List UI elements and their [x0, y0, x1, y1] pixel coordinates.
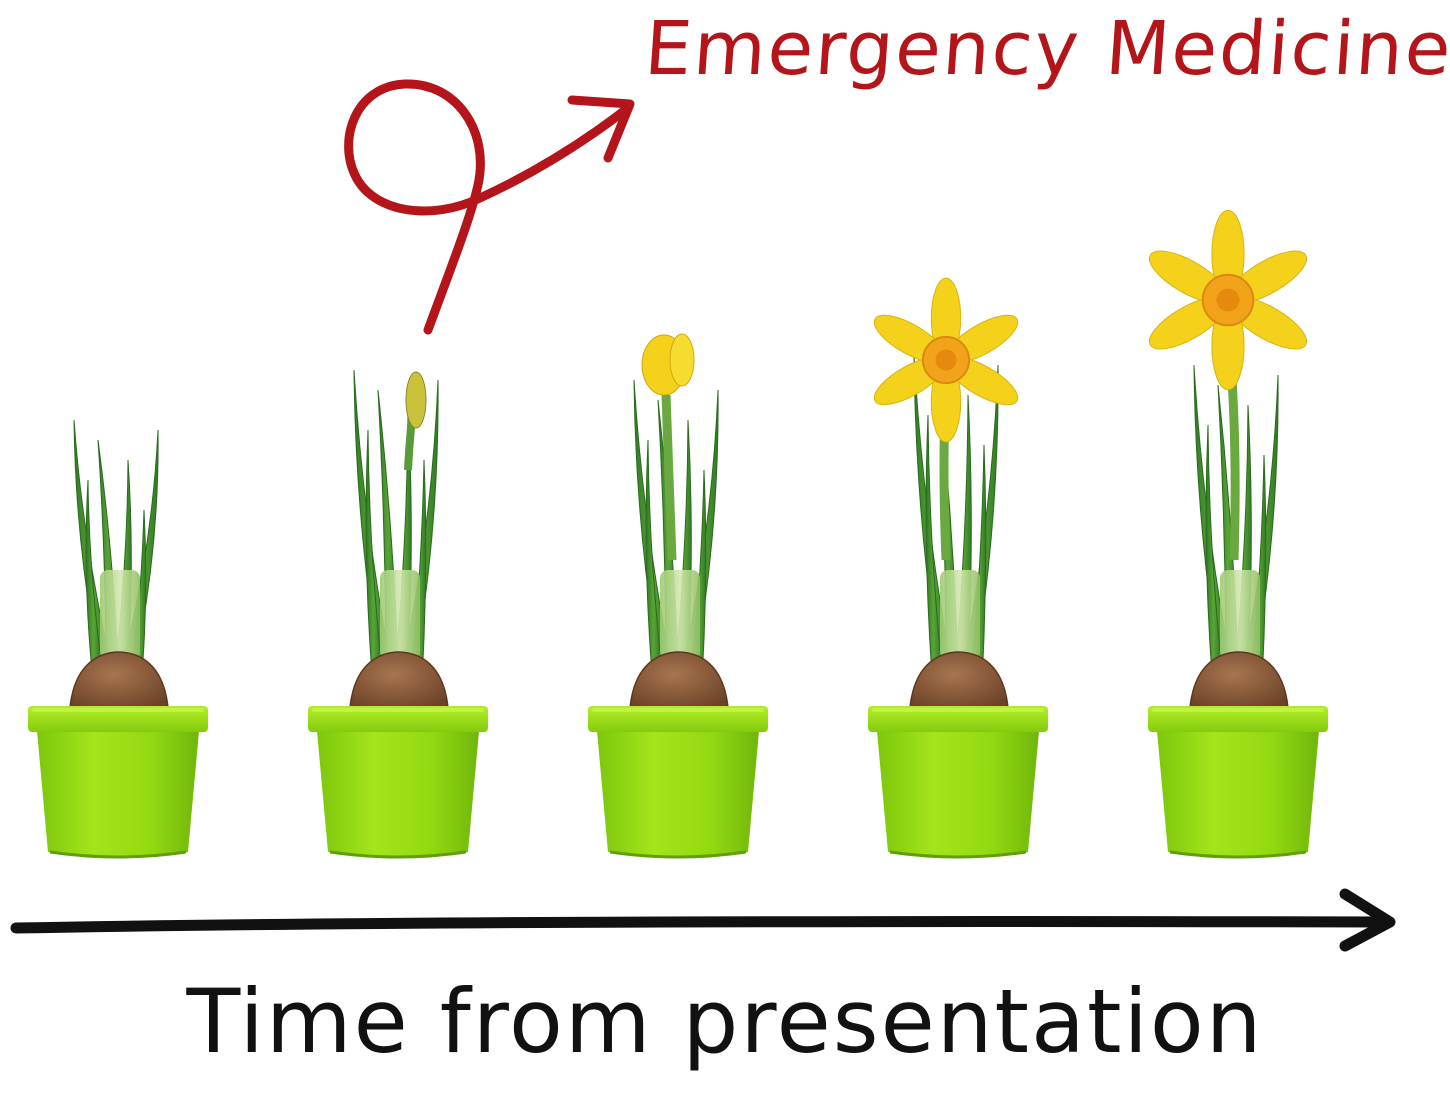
pot-rim — [1148, 706, 1328, 732]
pot — [876, 720, 1040, 857]
bulb — [69, 651, 169, 709]
daffodil-flower-bloom — [873, 277, 1019, 443]
bulb — [909, 651, 1009, 709]
plant-bloom — [868, 277, 1048, 859]
leaves — [353, 369, 439, 661]
pot-rim — [28, 706, 208, 732]
emergency-medicine-arrow — [344, 79, 635, 335]
plant-bud — [308, 369, 488, 859]
plant-sequence — [28, 209, 1328, 859]
plant-shoots — [28, 419, 208, 859]
stem-base — [100, 570, 140, 660]
pot — [596, 720, 760, 857]
pot-rim — [868, 706, 1048, 732]
time-axis-arrow — [10, 888, 1396, 952]
plant-full-bloom — [1148, 209, 1328, 859]
time-axis-label: Time from presentation — [186, 970, 1264, 1073]
pot-rim — [588, 706, 768, 732]
pot — [316, 720, 480, 857]
plant-opening — [588, 333, 768, 859]
emergency-medicine-label: Emergency Medicine — [641, 6, 1450, 92]
bulb — [1189, 651, 1289, 709]
stem-base — [1220, 570, 1260, 660]
closed-bud — [405, 371, 427, 429]
daffodil-flower-full-bloom — [1148, 209, 1308, 391]
stem-base — [660, 570, 700, 660]
stem-base — [380, 570, 420, 660]
stem-base — [940, 570, 980, 660]
pot — [36, 720, 200, 857]
pot — [1156, 720, 1320, 857]
bulb — [349, 651, 449, 709]
bulb — [629, 651, 729, 709]
pot-rim — [308, 706, 488, 732]
